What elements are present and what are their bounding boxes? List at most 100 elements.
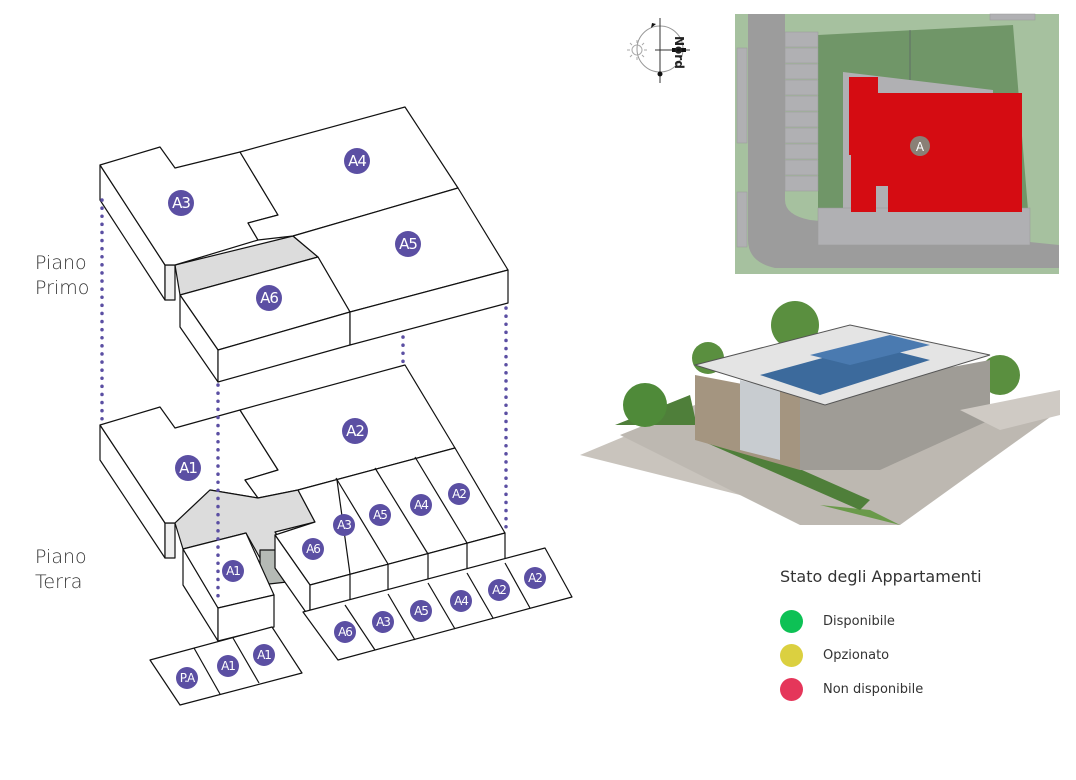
badge-label: A6 (338, 625, 352, 639)
badge-label: A4 (454, 594, 468, 608)
legend-item-unavailable[interactable]: Non disponibile (780, 672, 982, 706)
unit-badge-a3[interactable]: A3 (168, 190, 194, 216)
site-plan[interactable]: A (735, 13, 1059, 274)
badge-circle (450, 590, 472, 612)
badge-label: A5 (399, 235, 417, 253)
unit-badge-a1[interactable]: A1 (222, 560, 244, 582)
unit-badge-a2[interactable]: A2 (488, 579, 510, 601)
unit-badge-a3[interactable]: A3 (372, 611, 394, 633)
building-marker[interactable] (910, 136, 930, 156)
badge-circle (342, 418, 368, 444)
unit-badge-a1[interactable]: A1 (175, 455, 201, 481)
badge-label: A3 (337, 518, 351, 532)
badge-label: A1 (221, 659, 235, 673)
badge-circle (488, 579, 510, 601)
badge-circle (448, 483, 470, 505)
unit-badges: A3A4A5A6A2A1A3A5A4A2A6A1A6A3A5A4A2A2P.AA… (168, 148, 546, 689)
unit-badge-a2[interactable]: A2 (524, 567, 546, 589)
badge-label: A2 (528, 571, 542, 585)
badge-label: A4 (348, 152, 366, 170)
ground-floor (99, 364, 573, 706)
status-dot-icon (780, 677, 803, 701)
unit-badge-a1[interactable]: A1 (253, 644, 275, 666)
north-marker-icon (672, 48, 686, 52)
badge-circle (344, 148, 370, 174)
badge-circle (410, 600, 432, 622)
badge-label: A2 (452, 487, 466, 501)
upper-inner-side (164, 264, 176, 301)
unit-badge-a3[interactable]: A3 (333, 514, 355, 536)
badge-label: A5 (373, 508, 387, 522)
status-legend: Stato degli Appartamenti Disponibile Opz… (780, 567, 982, 706)
status-dot-icon (780, 643, 803, 667)
compass (627, 18, 690, 83)
unit-badge-a5[interactable]: A5 (395, 231, 421, 257)
badge-label: A1 (257, 648, 271, 662)
badge-circle (333, 514, 355, 536)
floor-label-line: Primo (35, 277, 90, 299)
parking-divider (232, 637, 260, 684)
badge-label: A3 (376, 615, 390, 629)
building-footprint[interactable] (849, 77, 1022, 212)
badge-label: A6 (306, 542, 320, 556)
badge-circle (176, 667, 198, 689)
unit-badge-pa[interactable]: P.A (176, 667, 198, 689)
unit-badge-a1[interactable]: A1 (217, 655, 239, 677)
badge-circle (168, 190, 194, 216)
unit-badge-a6[interactable]: A6 (334, 621, 356, 643)
badge-label: P.A (180, 671, 196, 685)
badge-label: A6 (260, 289, 278, 307)
floor-label-first: Piano Primo (35, 251, 89, 301)
unit-badge-a6[interactable]: A6 (302, 538, 324, 560)
unit-badge-a2[interactable]: A2 (448, 483, 470, 505)
unit-badge-a4[interactable]: A4 (344, 148, 370, 174)
badge-label: A5 (414, 604, 428, 618)
badge-label: A3 (172, 194, 190, 212)
a1-block-front (217, 594, 275, 642)
badge-circle (256, 285, 282, 311)
unit-badge-a2[interactable]: A2 (342, 418, 368, 444)
building-render (580, 301, 1060, 525)
roof-a4 (239, 106, 459, 241)
unit-badge-a5[interactable]: A5 (369, 504, 391, 526)
compass-north-label: Nord (672, 36, 686, 69)
sun-icon (627, 40, 647, 60)
badge-circle (334, 621, 356, 643)
alignment-dotted-lines (100, 198, 508, 604)
badge-circle (222, 560, 244, 582)
badge-label: A1 (226, 564, 240, 578)
legend-item-optioned[interactable]: Opzionato (780, 638, 982, 672)
badge-circle (302, 538, 324, 560)
floor-label-line: Piano (35, 252, 87, 274)
unit-badge-a4[interactable]: A4 (410, 494, 432, 516)
status-dot-icon (780, 609, 803, 633)
badge-circle (372, 611, 394, 633)
legend-label: Non disponibile (823, 681, 924, 697)
legend-label: Disponibile (823, 613, 895, 629)
badge-label: A2 (492, 583, 506, 597)
floor-label-line: Piano (35, 546, 87, 568)
building-label: A (916, 140, 925, 154)
ground-inner-side (164, 522, 176, 559)
badge-circle (410, 494, 432, 516)
a5-front (349, 269, 509, 346)
badge-circle (217, 655, 239, 677)
legend-item-available[interactable]: Disponibile (780, 604, 982, 638)
legend-title: Stato degli Appartamenti (780, 567, 982, 586)
unit-badge-a4[interactable]: A4 (450, 590, 472, 612)
legend-label: Opzionato (823, 647, 890, 663)
badge-circle (369, 504, 391, 526)
badge-circle (395, 231, 421, 257)
upper-floor (99, 106, 509, 383)
floor-label-ground: Piano Terra (35, 545, 87, 595)
parking-row-right (302, 547, 573, 661)
unit-badge-a5[interactable]: A5 (410, 600, 432, 622)
badge-circle (524, 567, 546, 589)
badge-label: A4 (414, 498, 428, 512)
parking-divider (193, 647, 221, 695)
badge-label: A2 (346, 422, 364, 440)
floor-label-line: Terra (35, 571, 83, 593)
unit-badge-a6[interactable]: A6 (256, 285, 282, 311)
parking-dividers (344, 562, 531, 651)
